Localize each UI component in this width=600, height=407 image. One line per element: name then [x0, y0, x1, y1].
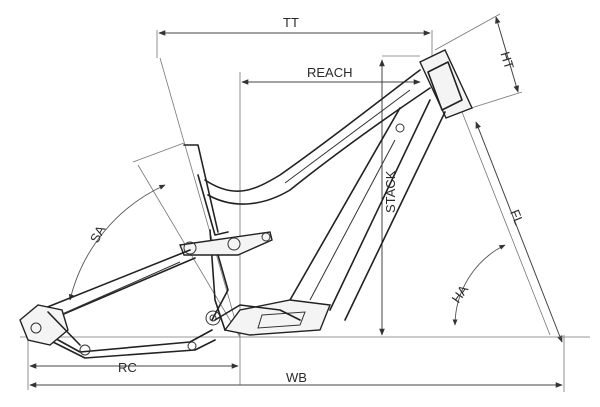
- seat-tube-lower: [197, 174, 229, 236]
- label-ha: HA: [448, 282, 471, 306]
- seat-stay-detail: [59, 261, 181, 316]
- seat-tube-upper: [183, 144, 219, 233]
- main-pivot-center: [209, 314, 217, 322]
- seat-tube-axis: [159, 57, 241, 338]
- rocker-pivot-left: [183, 241, 197, 255]
- label-rc: RC: [118, 360, 137, 375]
- top-tube-upper: [204, 69, 421, 192]
- ht-dimension-line: [495, 16, 519, 93]
- down-tube-detail: [309, 139, 396, 301]
- chain-stay-lower: [44, 337, 216, 359]
- label-ht: HT: [498, 50, 517, 71]
- label-tt: TT: [283, 15, 299, 30]
- motor-detail: [257, 311, 306, 329]
- shock-body: [211, 254, 229, 321]
- top-tube-detail: [284, 89, 411, 184]
- main-pivot: [205, 310, 221, 326]
- fl-dimension-line: [475, 121, 563, 343]
- top-tube-lower: [207, 87, 431, 205]
- motor-mount: [223, 299, 331, 336]
- down-tube-outer: [289, 107, 401, 301]
- dimension-lines: [20, 13, 590, 392]
- chain-stay-upper: [39, 329, 213, 353]
- rear-dropout: [19, 304, 69, 346]
- ht-extension-bottom: [464, 91, 523, 111]
- sa-angle-arc: [68, 184, 166, 301]
- chainstay-pivot: [79, 344, 91, 356]
- label-fl: FL: [507, 207, 527, 227]
- chainstay-front-pivot: [187, 341, 197, 351]
- label-reach: REACH: [307, 65, 353, 80]
- label-wb: WB: [286, 370, 307, 385]
- head-tube-inner: [427, 61, 463, 111]
- fork-axis-line: [461, 111, 551, 336]
- dropout-brace: [47, 311, 81, 346]
- down-tube-lower: [344, 111, 446, 321]
- seat-stay-upper: [39, 249, 191, 311]
- rocker-pivot-right: [261, 232, 271, 242]
- lower-link: [214, 304, 301, 321]
- label-sa: SA: [87, 223, 109, 246]
- sa-extension: [132, 142, 185, 163]
- ha-angle-arc: [452, 244, 506, 326]
- label-stack: STACK: [383, 170, 398, 213]
- ht-extension-top: [434, 13, 501, 51]
- down-tube-upper: [329, 99, 431, 311]
- cable-port: [395, 123, 405, 133]
- dimension-labels: TT REACH HT STACK SA FL HA RC WB: [87, 15, 527, 385]
- rocker-pivot-mid: [227, 237, 241, 251]
- rear-axle: [30, 322, 42, 334]
- seat-stay-lower: [44, 257, 196, 323]
- bike-frame: [19, 49, 473, 359]
